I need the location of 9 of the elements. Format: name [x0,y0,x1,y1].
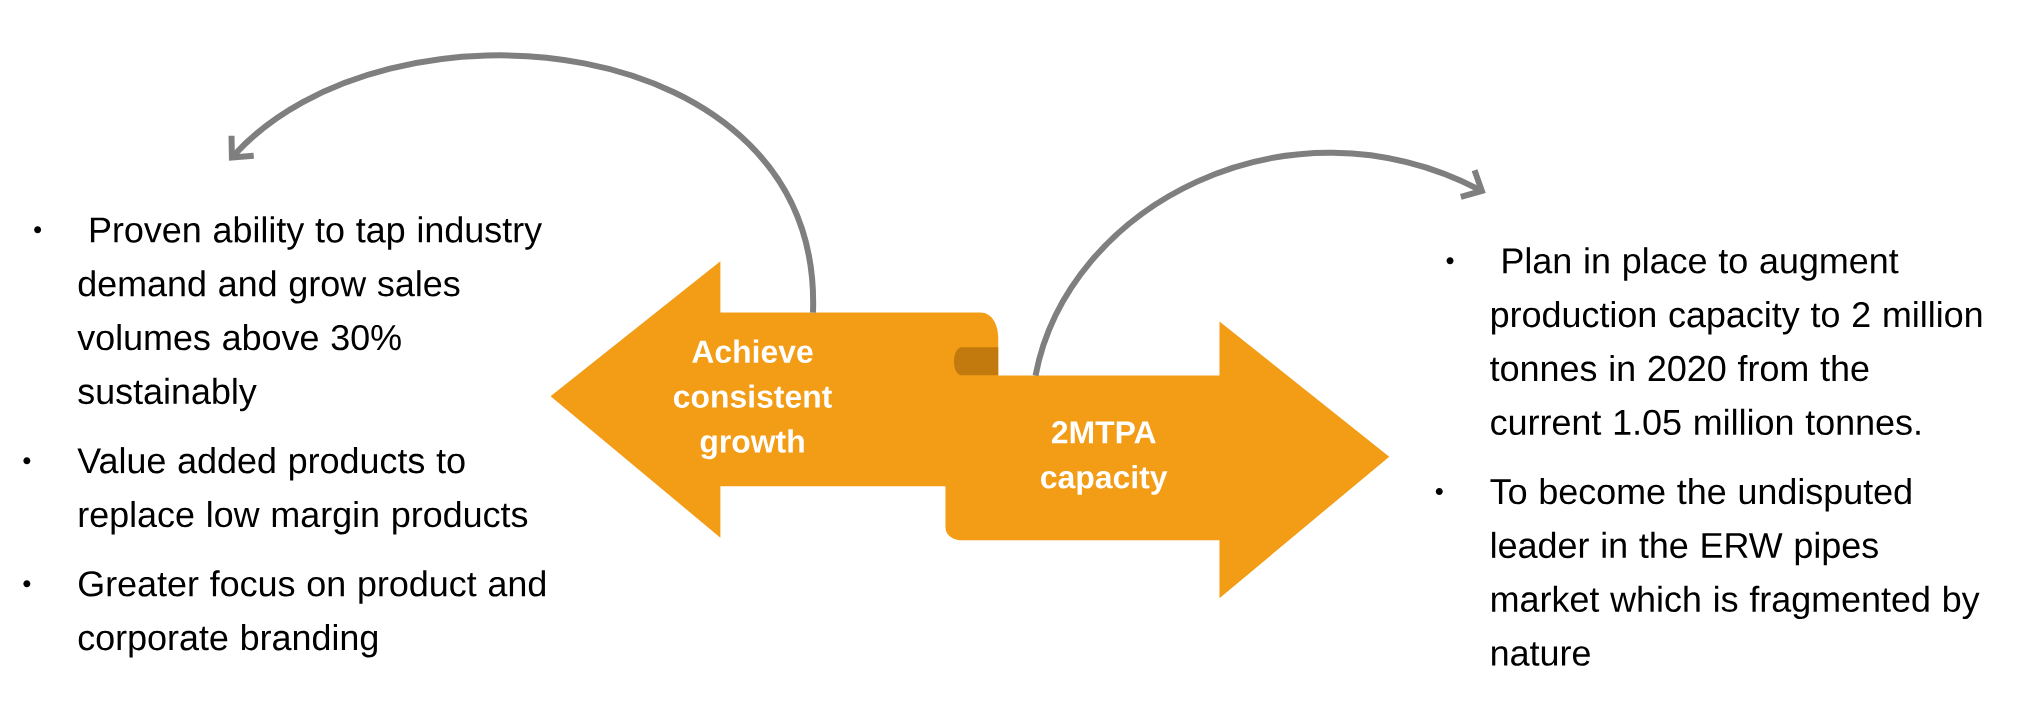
bullet-text: To become the undisputed leader in the ERW pipes market which is fragmented by nature [1490,478,1980,666]
bullet-text: Plan in place to augment production capacity to 2 million tonnes in 2020 from the current 1.05 million tonnes. [1490,247,1982,436]
node-label: 2MTPA capacity [1041,421,1168,495]
curved-arrow [1032,149,1486,377]
curved-arrow [228,52,816,313]
node-label: Achieve consistent growth [673,339,832,460]
bullet-text: Greater focus on product and corporate branding [78,570,545,658]
bullet-text: Proven ability to tap industry demand and grow sales volumes above 30% sustainably [77,216,542,412]
bullet-text: Value added products to replace low margin products [77,447,528,535]
